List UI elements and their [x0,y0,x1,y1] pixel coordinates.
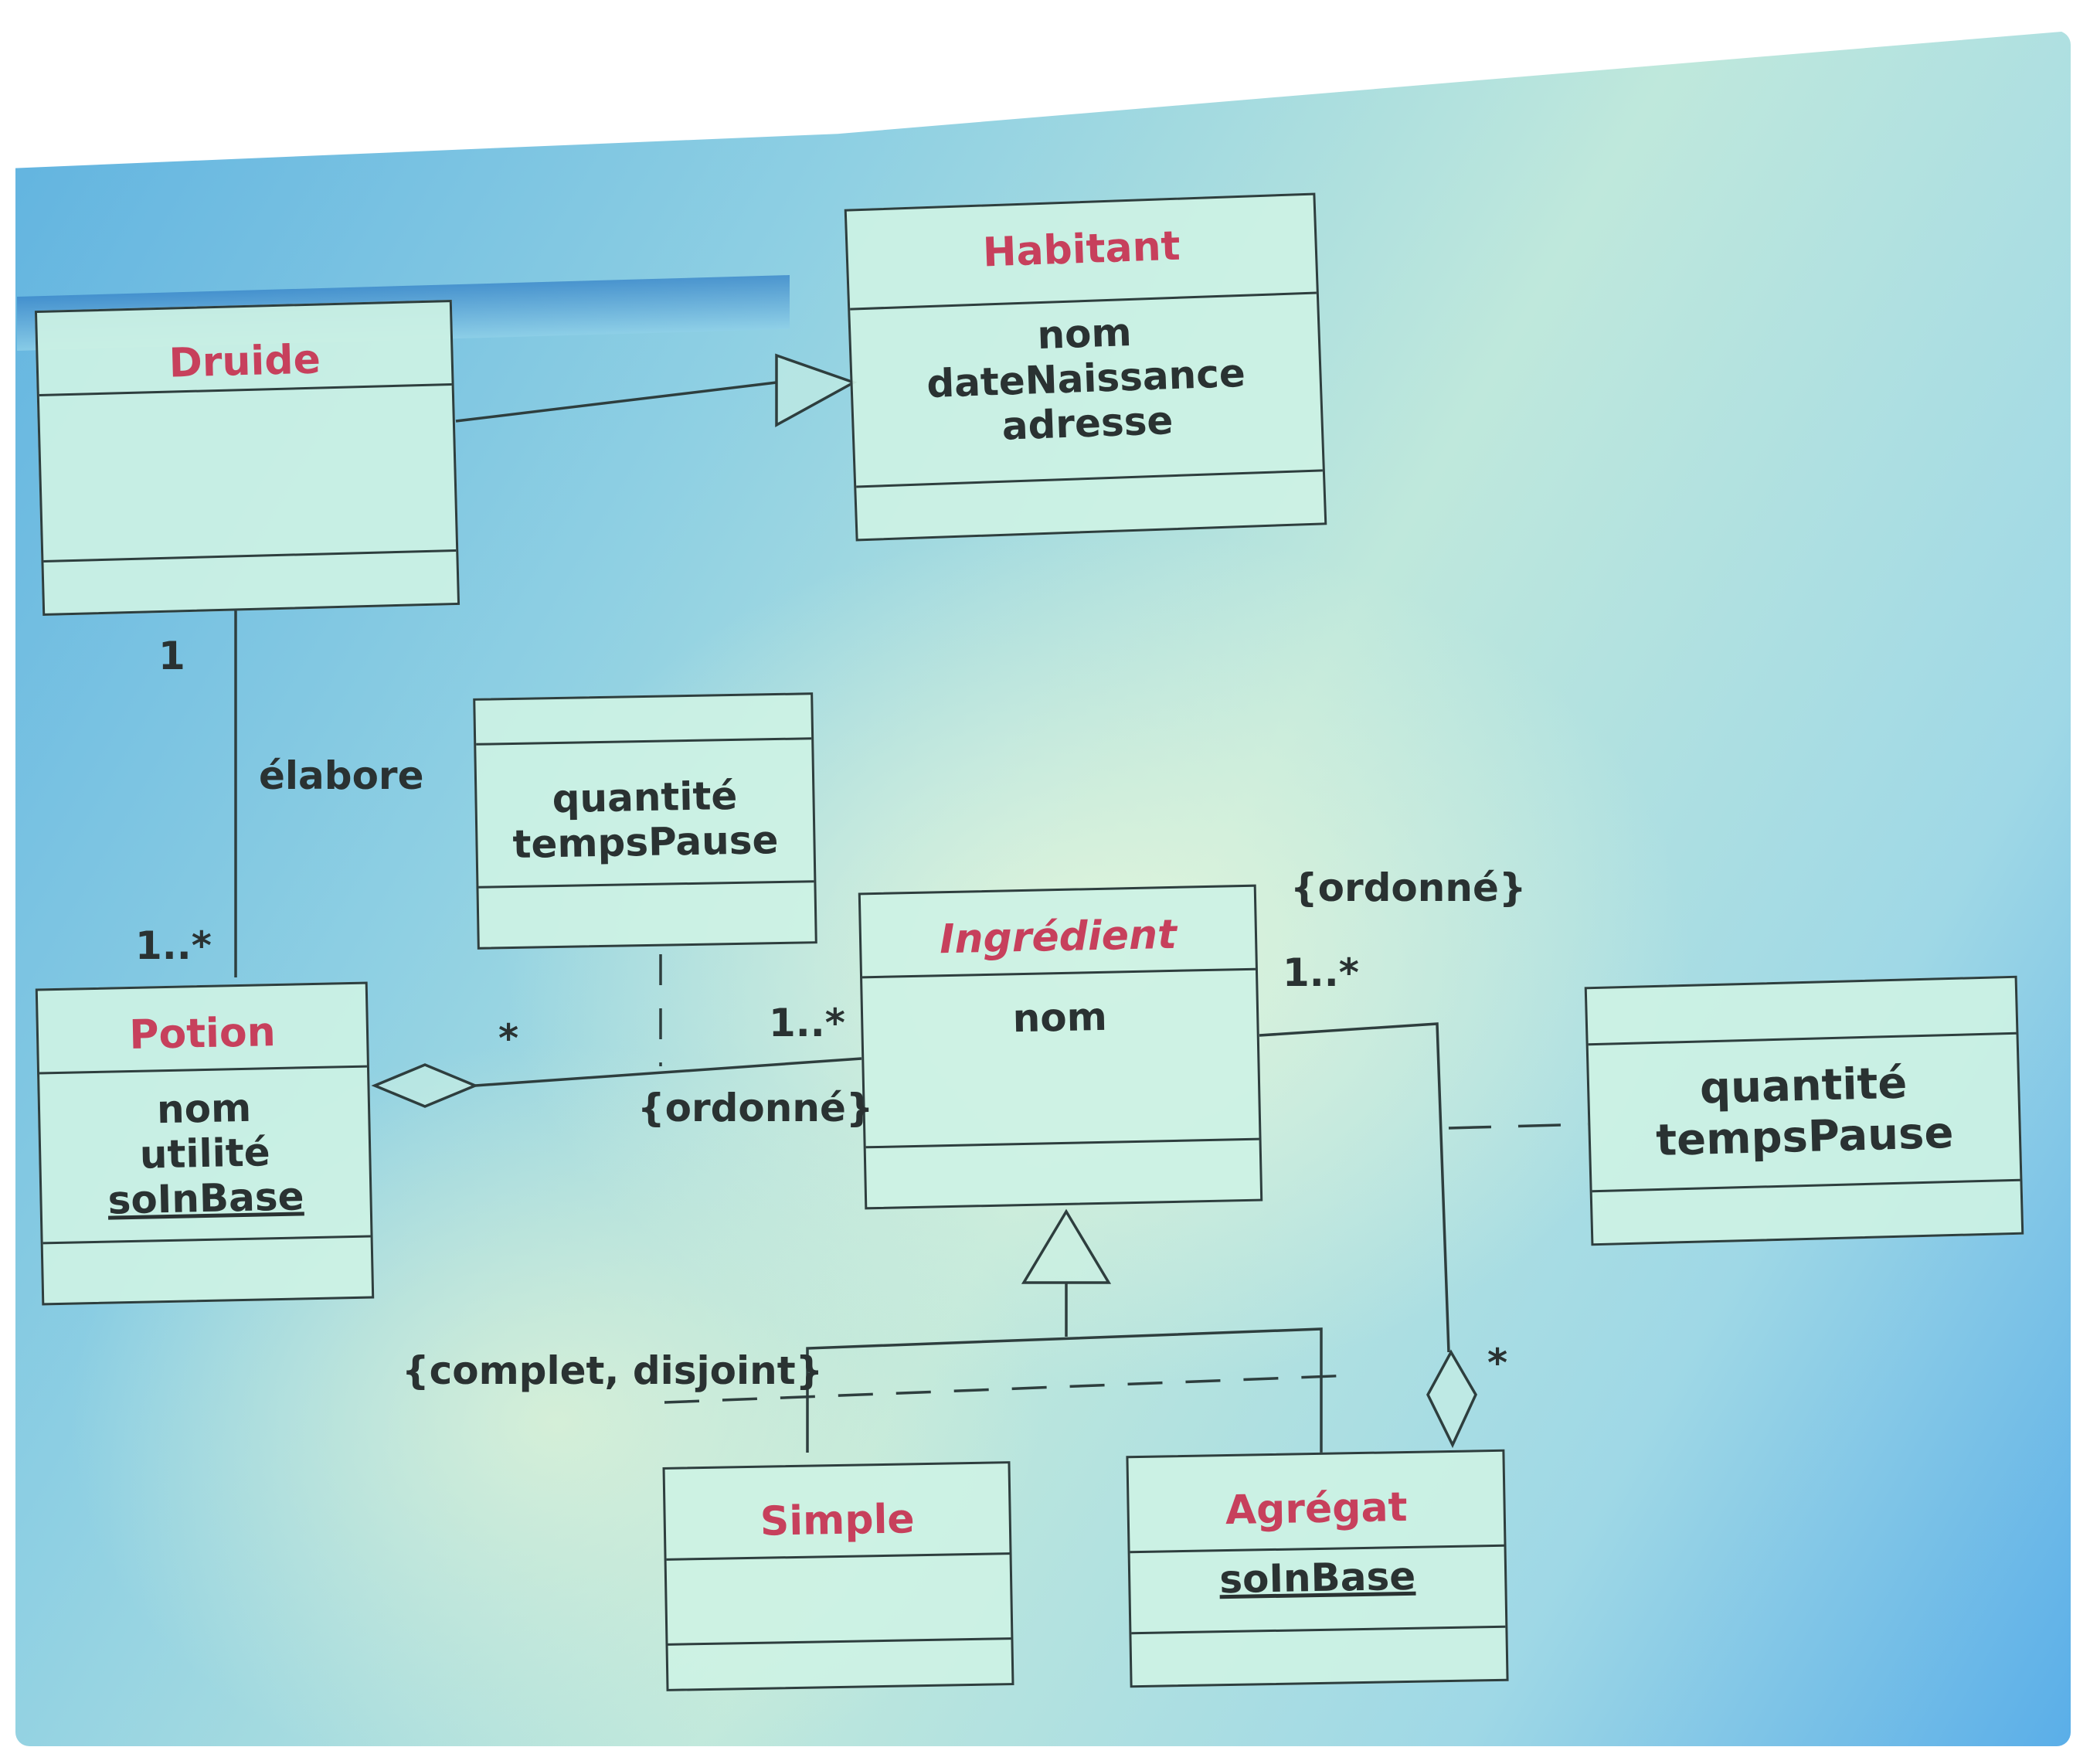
association-class-right-attributes: quantité tempsPause [1589,1055,2019,1168]
class-druide[interactable]: Druide [34,299,460,617]
class-potion-attributes: nom utilité soInBase [39,1083,370,1225]
potion-ingredient-line [474,1057,862,1087]
separator [1130,1544,1504,1554]
class-habitant-attributes: nom dateNaissance adresse [851,304,1322,454]
class-agregat[interactable]: Agrégat soInBase [1126,1449,1509,1688]
separator [478,880,814,889]
class-potion[interactable]: Potion nom utilité soInBase [35,981,375,1306]
separator [39,1065,367,1075]
potion-multiplicity: 1..* [135,923,212,968]
class-agregat-name: Agrégat [1225,1484,1408,1535]
agregat-ingredient-line [1259,1022,1450,1353]
aggregation-diamond-potion [371,1063,479,1108]
association-name-elabore: élabore [259,753,424,798]
aggregation-diamond-agregat [1426,1349,1477,1449]
attribute: tempsPause [1655,1107,1955,1167]
class-habitant[interactable]: Habitant nom dateNaissance adresse [844,192,1327,542]
separator [1131,1625,1506,1635]
separator [43,549,457,563]
class-simple[interactable]: Simple [662,1461,1014,1691]
association-class-right[interactable]: quantité tempsPause [1584,975,2024,1246]
generalization-arrow-habitant [775,353,858,427]
agregat-one-many: 1..* [1283,950,1359,995]
attribute: nom [156,1085,252,1133]
attribute: quantité [552,773,738,822]
class-agregat-attributes: soInBase [1130,1552,1505,1603]
separator [862,967,1256,979]
druide-habitant-line [455,381,777,423]
static-attribute: soInBase [107,1174,304,1223]
separator [666,1552,1010,1561]
separator [668,1637,1011,1646]
separator [476,737,812,746]
class-ingredient-attributes: nom [863,991,1257,1045]
attribute: nom [1012,994,1108,1042]
class-druide-name: Druide [168,336,321,387]
potion-ingredient-constraint: {ordonné} [637,1086,874,1130]
generalization-constraint: {complet, disjoint} [402,1348,824,1393]
attribute: utilité [139,1130,271,1178]
potion-ingredient-star: * [498,1016,519,1061]
class-ingredient[interactable]: Ingrédient nom [858,884,1263,1210]
generalization-branch [806,1327,1323,1453]
separator [1592,1178,2020,1193]
attribute: tempsPause [512,817,779,867]
static-attribute: soInBase [1218,1553,1416,1603]
class-habitant-name: Habitant [981,223,1181,277]
potion-ingredient-one-many: 1..* [769,1001,845,1045]
assoc-right-dashed-line [1448,1123,1589,1130]
class-potion-name: Potion [128,1009,277,1059]
separator [856,469,1323,488]
druide-multiplicity: 1 [158,634,185,678]
association-class-left[interactable]: quantité tempsPause [473,692,817,950]
separator [1588,1032,2017,1046]
class-ingredient-name: Ingrédient [939,911,1178,964]
class-simple-name: Simple [760,1496,916,1545]
agregat-star: * [1487,1341,1508,1385]
agregat-constraint: {ordonné} [1290,865,1527,910]
separator [865,1137,1259,1149]
separator [42,1235,371,1245]
association-class-left-attributes: quantité tempsPause [477,772,814,868]
generalization-arrow-ingredient [1021,1208,1112,1284]
